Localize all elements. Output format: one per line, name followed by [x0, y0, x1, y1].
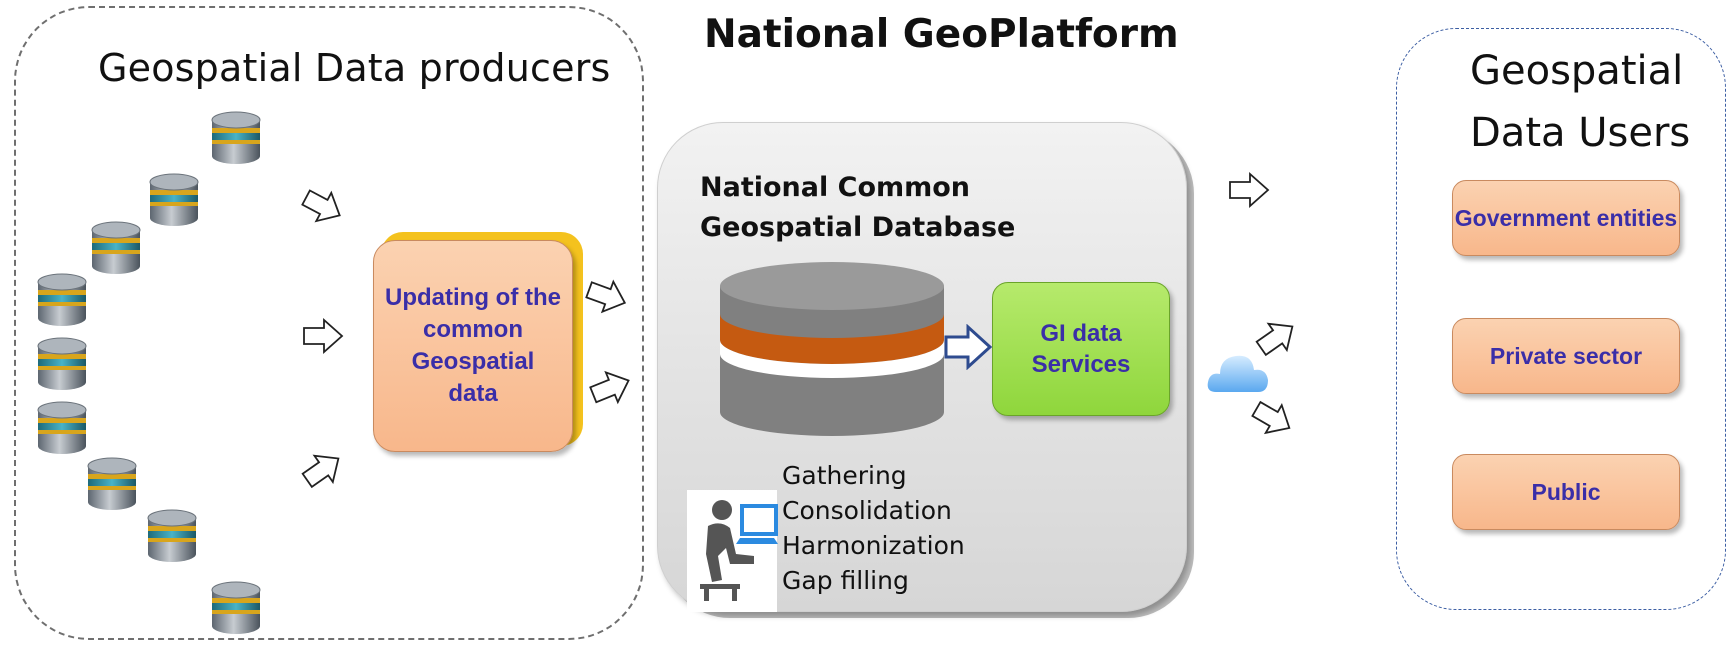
outline-arrow-icon: [944, 324, 993, 370]
outline-arrow-icon: [586, 364, 636, 411]
updating-process-box: Updating of the common Geospatial data: [373, 240, 573, 452]
platform-title: National Common Geospatial Database: [700, 168, 1015, 248]
outline-arrow-icon: [297, 444, 349, 495]
outline-arrow-icon: [303, 319, 343, 353]
process-item: Consolidation: [782, 496, 952, 525]
users-title: Geospatial Data Users: [1470, 40, 1690, 164]
page-title: National GeoPlatform: [704, 12, 1179, 57]
platform-title-line2: Geospatial Database: [700, 212, 1016, 243]
process-item: Gathering: [782, 461, 907, 490]
database-cylinder-icon: [720, 262, 944, 436]
users-title-line2: Data Users: [1470, 110, 1691, 156]
users-region: [1396, 28, 1726, 610]
platform-title-line1: National Common: [700, 172, 971, 203]
cloud-icon: [1207, 355, 1268, 392]
worker-at-computer-icon: [700, 500, 778, 601]
process-item: Gap filling: [782, 566, 909, 595]
producers-region: [14, 6, 644, 640]
process-item: Harmonization: [782, 531, 965, 560]
user-group-government: Government entities: [1452, 180, 1680, 256]
producers-title: Geospatial Data producers: [98, 46, 611, 90]
outline-arrow-icon: [1229, 173, 1269, 207]
outline-arrow-icon: [582, 273, 632, 319]
users-title-line1: Geospatial: [1470, 48, 1684, 94]
outline-arrow-icon: [297, 182, 349, 231]
outline-arrow-icon: [1247, 394, 1299, 443]
user-group-public: Public: [1452, 454, 1680, 530]
user-group-private-sector: Private sector: [1452, 318, 1680, 394]
process-list: Gathering Consolidation Harmonization Ga…: [782, 458, 965, 598]
gi-data-services-box: GI data Services: [992, 282, 1170, 416]
